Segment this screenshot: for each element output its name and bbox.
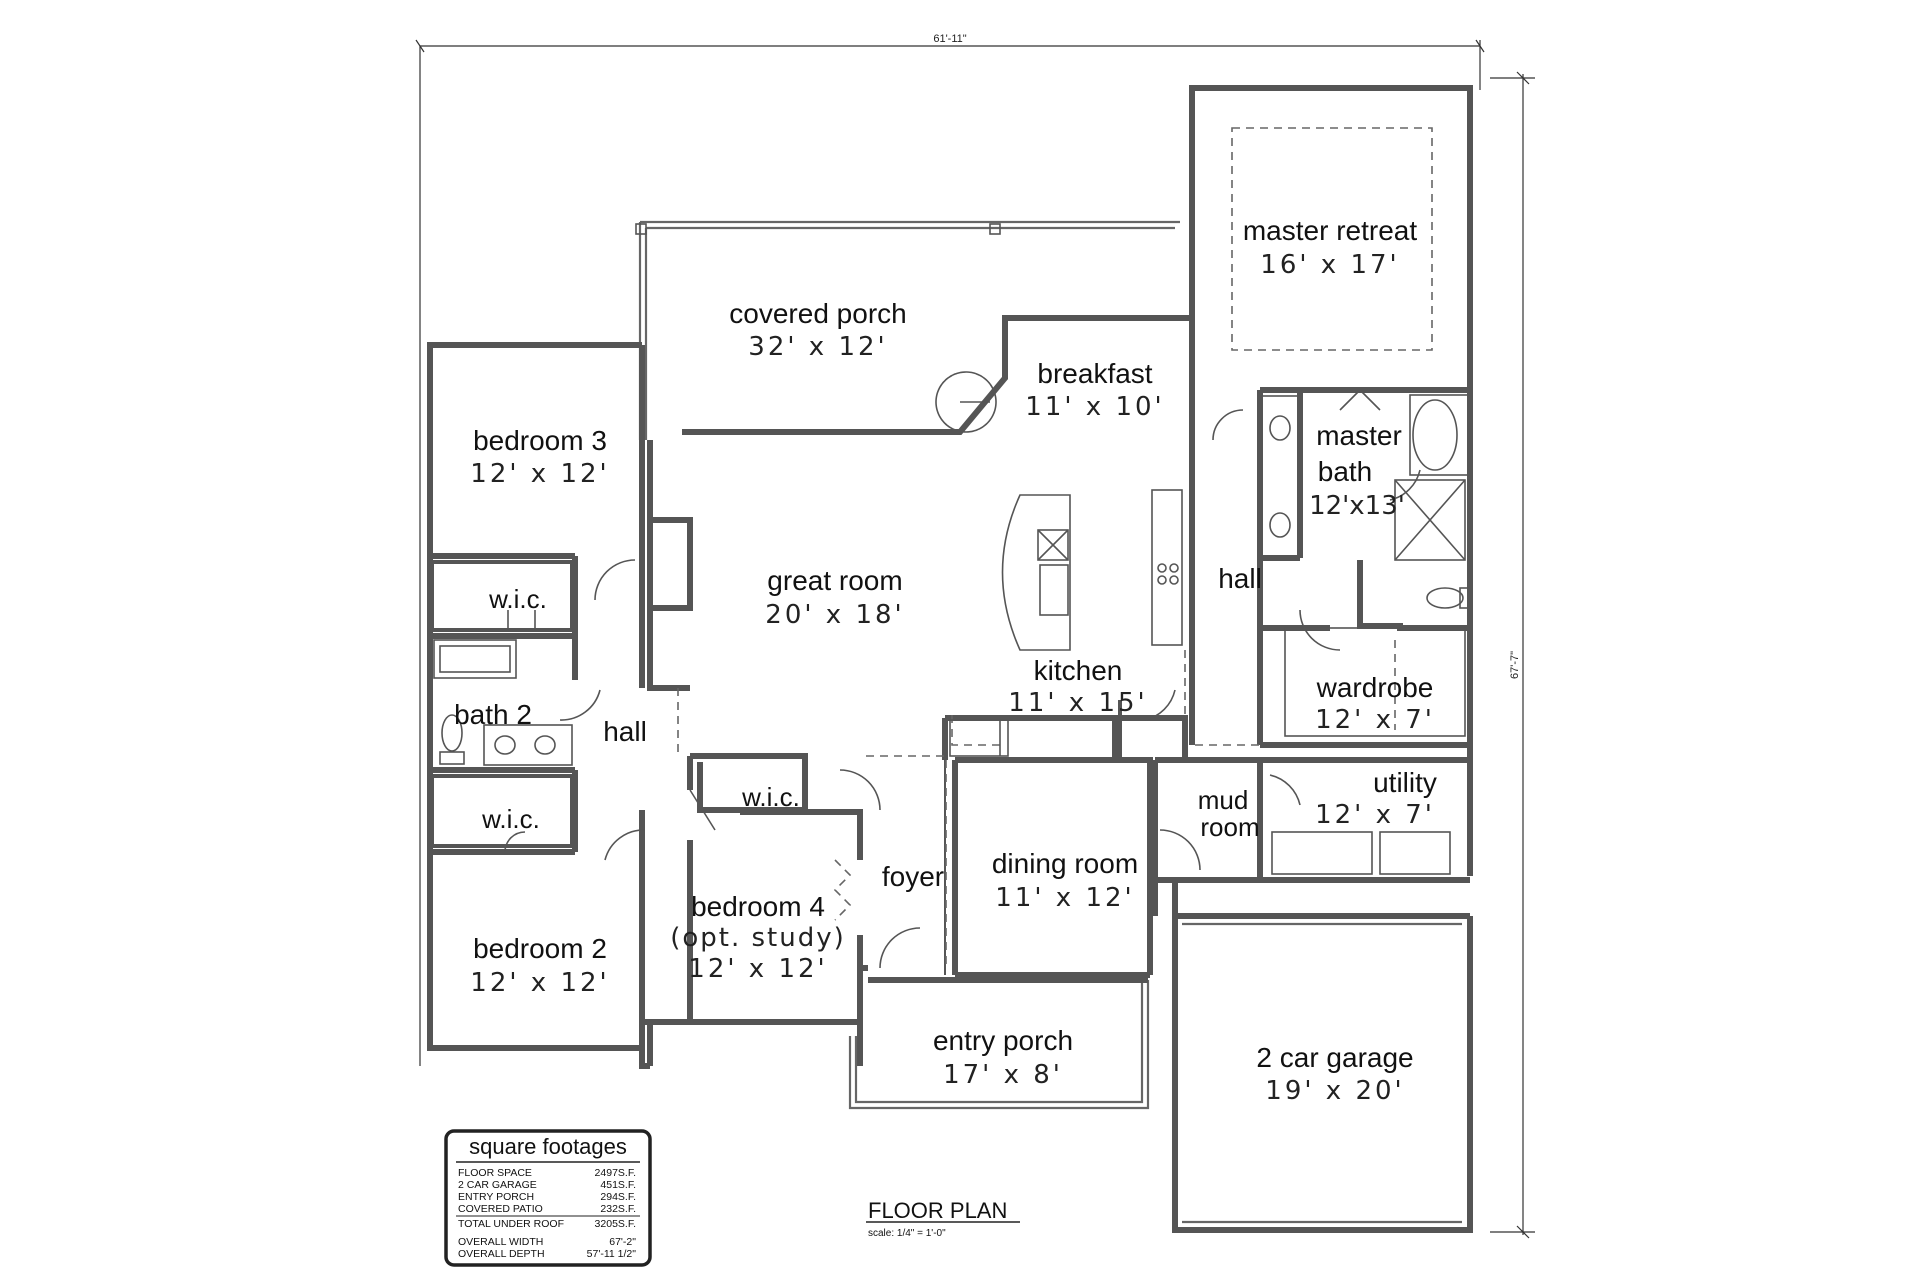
legend-title: square footages <box>469 1134 627 1159</box>
floor-plan-scale: scale: 1/4" = 1'-0" <box>868 1228 946 1239</box>
label-wic-bedroom-3: w.i.c. <box>488 584 547 614</box>
label-wardrobe: wardrobe <box>1316 672 1434 703</box>
label-wic-bedroom-2: w.i.c. <box>481 804 540 834</box>
legend-value-covered-patio: 232S.F. <box>600 1203 636 1215</box>
label-hall-east: hall <box>1218 563 1262 594</box>
dashed-openings <box>677 127 1433 968</box>
legend-label-entry-porch: ENTRY PORCH <box>458 1191 534 1203</box>
size-bedroom-2: 12' x 12' <box>470 968 609 998</box>
size-garage: 19' x 20' <box>1265 1076 1404 1106</box>
label-hall-west: hall <box>603 716 647 747</box>
label-great-room: great room <box>767 565 902 596</box>
label-master-bath-1: master <box>1316 420 1402 451</box>
size-master-bath: 12'x13' <box>1309 491 1405 521</box>
label-utility: utility <box>1373 767 1437 798</box>
legend-value-overall-width: 67'-2" <box>609 1236 636 1248</box>
label-master-retreat: master retreat <box>1243 215 1417 246</box>
size-kitchen: 11' x 15' <box>1008 688 1147 718</box>
square-footage-legend: square footages FLOOR SPACE 2497S.F. 2 C… <box>444 1129 652 1267</box>
label-breakfast: breakfast <box>1037 358 1152 389</box>
label-garage: 2 car garage <box>1256 1042 1413 1073</box>
legend-label-overall-depth: OVERALL DEPTH <box>458 1248 545 1260</box>
label-bath-2: bath 2 <box>454 699 532 730</box>
legend-label-floor-space: FLOOR SPACE <box>458 1167 532 1179</box>
interior-walls <box>430 318 1470 1224</box>
size-utility: 12' x 7' <box>1315 800 1435 830</box>
door-swings <box>504 389 1421 969</box>
room-labels: master retreat 16' x 17' covered porch 3… <box>454 215 1437 1106</box>
label-master-bath-2: bath <box>1318 456 1373 487</box>
entry-porch-outline <box>848 977 1150 1110</box>
label-wic-bedroom-4: w.i.c. <box>741 782 800 812</box>
size-master-retreat: 16' x 17' <box>1260 250 1399 280</box>
label-bedroom-2: bedroom 2 <box>473 933 607 964</box>
label-mud-room-1: mud <box>1198 785 1249 815</box>
size-bedroom-3: 12' x 12' <box>470 459 609 489</box>
size-dining-room: 11' x 12' <box>995 883 1134 913</box>
fixtures <box>433 394 1469 875</box>
legend-value-floor-space: 2497S.F. <box>595 1167 636 1179</box>
note-bedroom-4: (opt. study) <box>670 923 846 953</box>
legend-value-garage: 451S.F. <box>600 1179 636 1191</box>
label-foyer: foyer <box>882 861 944 892</box>
size-great-room: 20' x 18' <box>765 600 904 630</box>
label-covered-porch: covered porch <box>729 298 906 329</box>
size-breakfast: 11' x 10' <box>1025 392 1164 422</box>
legend-value-total: 3205S.F. <box>595 1218 636 1230</box>
floor-plan-title: FLOOR PLAN <box>868 1198 1007 1223</box>
legend-value-entry-porch: 294S.F. <box>600 1191 636 1203</box>
legend-label-garage: 2 CAR GARAGE <box>458 1179 537 1191</box>
overall-width-dimension: 61'-11" <box>933 33 966 45</box>
label-bedroom-4: bedroom 4 <box>691 891 825 922</box>
size-bedroom-4: 12' x 12' <box>688 954 827 984</box>
dimension-lines: 61'-11" 67'-7" <box>415 33 1535 1239</box>
label-mud-room-2: room <box>1200 812 1259 842</box>
size-entry-porch: 17' x 8' <box>943 1060 1063 1090</box>
size-covered-porch: 32' x 12' <box>748 332 887 362</box>
label-kitchen: kitchen <box>1034 655 1123 686</box>
size-wardrobe: 12' x 7' <box>1315 705 1435 735</box>
label-entry-porch: entry porch <box>933 1025 1073 1056</box>
legend-label-total: TOTAL UNDER ROOF <box>458 1218 564 1230</box>
floor-plan-title-block: FLOOR PLAN scale: 1/4" = 1'-0" <box>866 1198 1020 1239</box>
legend-label-overall-width: OVERALL WIDTH <box>458 1236 543 1248</box>
label-dining-room: dining room <box>992 848 1138 879</box>
label-bedroom-3: bedroom 3 <box>473 425 607 456</box>
legend-label-covered-patio: COVERED PATIO <box>458 1203 543 1215</box>
legend-value-overall-depth: 57'-11 1/2" <box>587 1248 637 1260</box>
overall-depth-dimension: 67'-7" <box>1509 651 1521 679</box>
